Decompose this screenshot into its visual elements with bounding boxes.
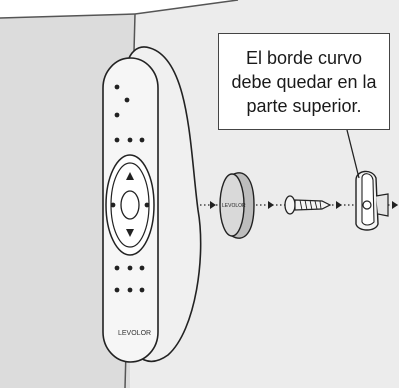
callout-line-1: El borde curvo [245,47,363,68]
callout-line-2: debe quedar en la [231,71,377,92]
instruction-callout: El borde curvo debe quedar en la parte s… [218,33,390,130]
callout-line-3: parte superior. [246,95,362,116]
screw-icon [284,195,332,215]
remote-brand-logo: LEVOLOR [118,330,151,337]
wall-top-edge-right [134,0,239,15]
wall-left [0,14,135,388]
remote-center-button [120,190,140,220]
callout-pointer [346,129,360,179]
assembly-arrow [210,201,216,209]
remote-control-icon: LEVOLOR [102,46,202,363]
cap-brand-logo: LEVOLOR [222,203,246,209]
wall-top-edge [0,13,136,19]
wall-bracket-icon [355,170,389,231]
wall-mount-cap-icon: LEVOLOR [219,172,255,239]
